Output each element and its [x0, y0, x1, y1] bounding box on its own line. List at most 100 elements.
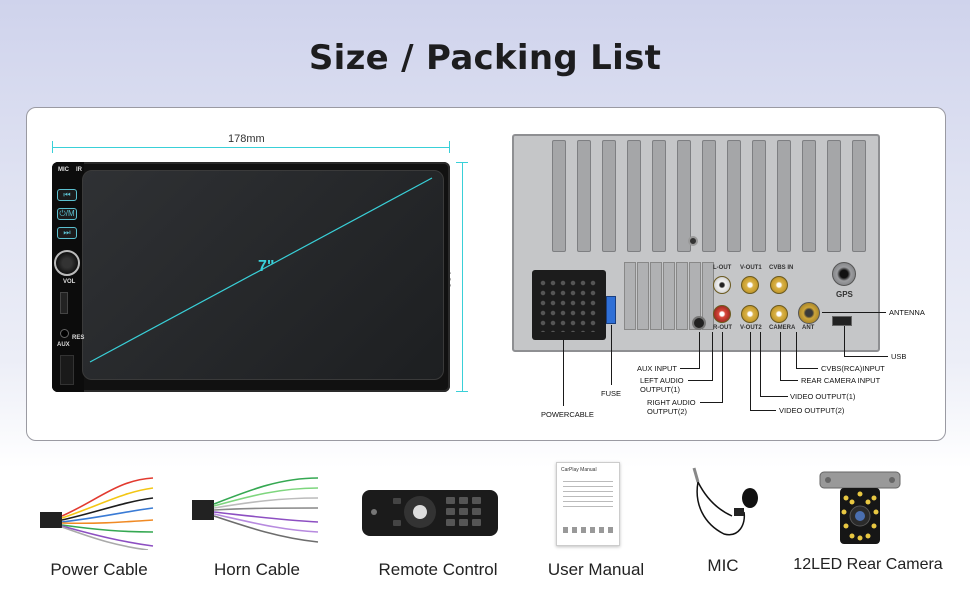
usb-port[interactable]	[832, 316, 852, 326]
power-mode-button[interactable]: ⏻/M	[57, 208, 77, 220]
video1-callout: VIDEO OUTPUT(1)	[790, 392, 856, 401]
lower-heat-sink-fin	[637, 262, 649, 330]
left-audio-callout-line-v	[712, 332, 713, 380]
height-dimension-tick-bottom	[456, 391, 468, 392]
mount-hole	[688, 236, 698, 246]
power-cable-icon	[40, 477, 154, 550]
video2-callout-line-h	[750, 410, 776, 411]
rear-camera-icon	[819, 471, 901, 544]
camera-input-rca[interactable]	[770, 305, 788, 323]
horn-cable-label: Horn Cable	[214, 560, 300, 579]
stereo-screen	[82, 170, 444, 380]
heat-sink-fin	[702, 140, 716, 252]
lower-heat-sink-fin	[676, 262, 688, 330]
manual-text-lines	[563, 481, 613, 511]
port-label-cvbs-in: CVBS IN	[769, 265, 794, 271]
video2-callout-line-v	[750, 332, 751, 410]
aux-input-callout-line-v	[699, 332, 700, 368]
fuse-callout: FUSE	[601, 389, 622, 398]
heat-sink-fin	[652, 140, 666, 252]
rear-camera-callout-line-h	[780, 380, 798, 381]
port-label-vout2: V-OUT2	[740, 325, 762, 331]
heat-sink-fin	[827, 140, 841, 252]
lower-heat-sink-fin	[702, 262, 714, 330]
res-label: RES	[72, 335, 85, 341]
powercable-callout: POWERCABLE	[541, 410, 594, 419]
cvbs-callout: CVBS(RCA)INPUT	[821, 364, 885, 373]
right-audio-callout-line-h	[700, 402, 723, 403]
heat-sink-fin	[852, 140, 866, 252]
screen-size-label: 7"	[258, 258, 275, 275]
usb-callout-line-v	[844, 326, 845, 356]
power-cable-label: Power Cable	[50, 560, 148, 579]
ir-label: IR	[76, 167, 82, 173]
right-audio-callout-line-v	[722, 332, 723, 402]
cvbs-input-rca[interactable]	[770, 276, 788, 294]
usb-callout-line-h	[844, 356, 888, 357]
screen-diagonal	[89, 177, 433, 363]
port-label-camera: CAMERA	[769, 325, 796, 331]
height-dimension-line	[462, 162, 463, 392]
width-label: 178mm	[228, 133, 265, 145]
previous-button[interactable]: ⏮	[57, 189, 77, 201]
heat-sink-fin	[552, 140, 566, 252]
mic-label: MIC	[58, 167, 69, 173]
left-audio-rca[interactable]	[713, 276, 731, 294]
antenna-port[interactable]	[798, 302, 820, 324]
microphone-icon	[692, 467, 758, 536]
vol-label: VOL	[63, 279, 76, 285]
sd-card-slot	[60, 292, 68, 314]
port-label-vout1: V-OUT1	[740, 265, 762, 271]
video2-callout: VIDEO OUTPUT(2)	[779, 406, 845, 415]
video-out2-rca[interactable]	[741, 305, 759, 323]
heat-sink-fin	[577, 140, 591, 252]
aux-input-callout: AUX INPUT	[637, 364, 678, 373]
iso-harness-pins	[538, 278, 600, 332]
fuse-callout-line	[611, 325, 612, 385]
powercable-callout-line	[563, 340, 564, 406]
port-label-ant: ANT	[802, 325, 815, 331]
page-title: Size / Packing List	[308, 38, 662, 78]
aux-input-jack[interactable]	[692, 316, 706, 330]
height-dimension-tick-top	[456, 162, 468, 163]
right-audio-rca[interactable]	[713, 305, 731, 323]
fuse	[606, 296, 616, 324]
heat-sink-fin	[677, 140, 691, 252]
usb-front-slot	[60, 355, 74, 385]
heat-sink-fin	[627, 140, 641, 252]
heat-sink-fin	[777, 140, 791, 252]
manual-cover-title: CarPlay Manual	[561, 467, 597, 473]
user-manual-label: User Manual	[547, 560, 645, 579]
manual-icons-row	[563, 527, 613, 533]
antenna-callout-line	[822, 312, 886, 313]
heat-sink-fin	[602, 140, 616, 252]
gps-label: GPS	[836, 290, 853, 299]
aux-label: AUX	[57, 342, 70, 348]
horn-cable-icon	[192, 477, 319, 543]
lower-heat-sink-fin	[624, 262, 636, 330]
screen-diagonal-line	[89, 177, 433, 363]
video1-callout-line-v	[760, 332, 761, 396]
gps-port[interactable]	[832, 262, 856, 286]
aux-input-callout-line-h	[680, 368, 700, 369]
left-audio-callout-line-h	[688, 380, 713, 381]
antenna-callout: ANTENNA	[889, 308, 925, 317]
port-label-rout: R-OUT	[713, 325, 732, 331]
rear-camera-callout-line-v	[780, 332, 781, 380]
lower-heat-sink-fin	[689, 262, 701, 330]
volume-knob[interactable]	[54, 250, 80, 276]
heat-sink-fin	[802, 140, 816, 252]
lower-heat-sink-fin	[650, 262, 662, 330]
port-label-lout: L-OUT	[713, 265, 732, 271]
video1-callout-line-h	[760, 396, 788, 397]
aux-jack[interactable]	[60, 329, 69, 338]
right-audio-callout: RIGHT AUDIO OUTPUT(2)	[647, 398, 696, 416]
usb-callout: USB	[891, 352, 907, 361]
width-dimension-tick-right	[449, 141, 450, 153]
rear-camera-callout: REAR CAMERA INPUT	[801, 376, 881, 385]
next-button[interactable]: ⏭	[57, 227, 77, 239]
remote-control-label: Remote Control	[378, 560, 498, 579]
lower-heat-sink-fin	[663, 262, 675, 330]
user-manual-icon: CarPlay Manual	[556, 462, 620, 546]
video-out1-rca[interactable]	[741, 276, 759, 294]
